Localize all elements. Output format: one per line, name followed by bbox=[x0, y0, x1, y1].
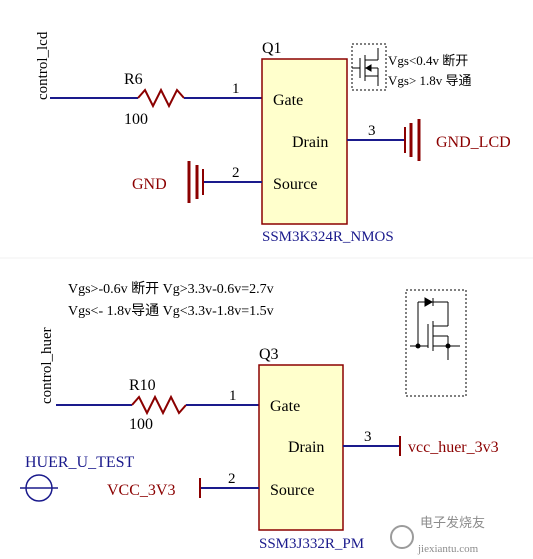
pin-drain-label: Drain bbox=[288, 439, 324, 456]
net-label-vcc-3v3: VCC_3V3 bbox=[107, 482, 175, 499]
pin1-number: 1 bbox=[232, 81, 240, 97]
mosfet-q3-body bbox=[258, 364, 344, 531]
top-circuit: control_lcd R6 100 1 Q1 SSM3K324R_NMOS G… bbox=[35, 31, 511, 245]
note-line-1: Vgs<0.4v 断开 bbox=[388, 53, 468, 68]
pmos-mini-symbol bbox=[405, 289, 467, 397]
net-label-gnd-lcd: GND_LCD bbox=[436, 134, 511, 151]
mosfet-q1-body bbox=[261, 58, 348, 225]
resistor-ref: R10 bbox=[129, 377, 156, 394]
mosfet-ref: Q3 bbox=[259, 346, 279, 363]
test-point-label: HUER_U_TEST bbox=[25, 454, 135, 471]
watermark-logo-icon bbox=[390, 525, 414, 549]
pin-gate-label: Gate bbox=[273, 92, 303, 109]
net-label-control-huer: control_huer bbox=[39, 327, 55, 404]
resistor-r10 bbox=[131, 394, 187, 416]
pin2-number: 2 bbox=[232, 165, 240, 181]
mosfet-part: SSM3J332R_PM bbox=[259, 536, 364, 552]
watermark-url: jiexiantu.com bbox=[417, 543, 479, 555]
resistor-value: 100 bbox=[129, 416, 153, 433]
bottom-circuit: Vgs>-0.6v 断开 Vg>3.3v-0.6v=2.7v Vgs<- 1.8… bbox=[20, 281, 499, 552]
watermark: 电子发烧友 jiexiantu.com bbox=[390, 515, 485, 555]
pin3-number: 3 bbox=[368, 123, 376, 139]
net-label-control-lcd: control_lcd bbox=[35, 31, 51, 100]
pin2-number: 2 bbox=[228, 471, 236, 487]
pin3-number: 3 bbox=[364, 429, 372, 445]
mosfet-ref: Q1 bbox=[262, 40, 282, 57]
note-line-2: Vgs> 1.8v 导通 bbox=[388, 73, 472, 88]
pin1-number: 1 bbox=[229, 388, 237, 404]
resistor-r6 bbox=[137, 87, 185, 109]
pin-source-label: Source bbox=[270, 482, 314, 499]
note-line-2: Vgs<- 1.8v导通 Vg<3.3v-1.8v=1.5v bbox=[68, 303, 274, 319]
net-label-gnd: GND bbox=[132, 176, 167, 193]
pin-drain-label: Drain bbox=[292, 134, 328, 151]
mosfet-part: SSM3K324R_NMOS bbox=[262, 229, 394, 245]
resistor-ref: R6 bbox=[124, 71, 143, 88]
pin-source-label: Source bbox=[273, 176, 317, 193]
resistor-value: 100 bbox=[124, 111, 148, 128]
pin-gate-label: Gate bbox=[270, 398, 300, 415]
note-line-1: Vgs>-0.6v 断开 Vg>3.3v-0.6v=2.7v bbox=[68, 281, 274, 297]
nmos-mini-symbol bbox=[351, 43, 387, 91]
net-label-vcc-huer-3v3: vcc_huer_3v3 bbox=[408, 439, 499, 456]
watermark-brand: 电子发烧友 bbox=[420, 515, 485, 530]
